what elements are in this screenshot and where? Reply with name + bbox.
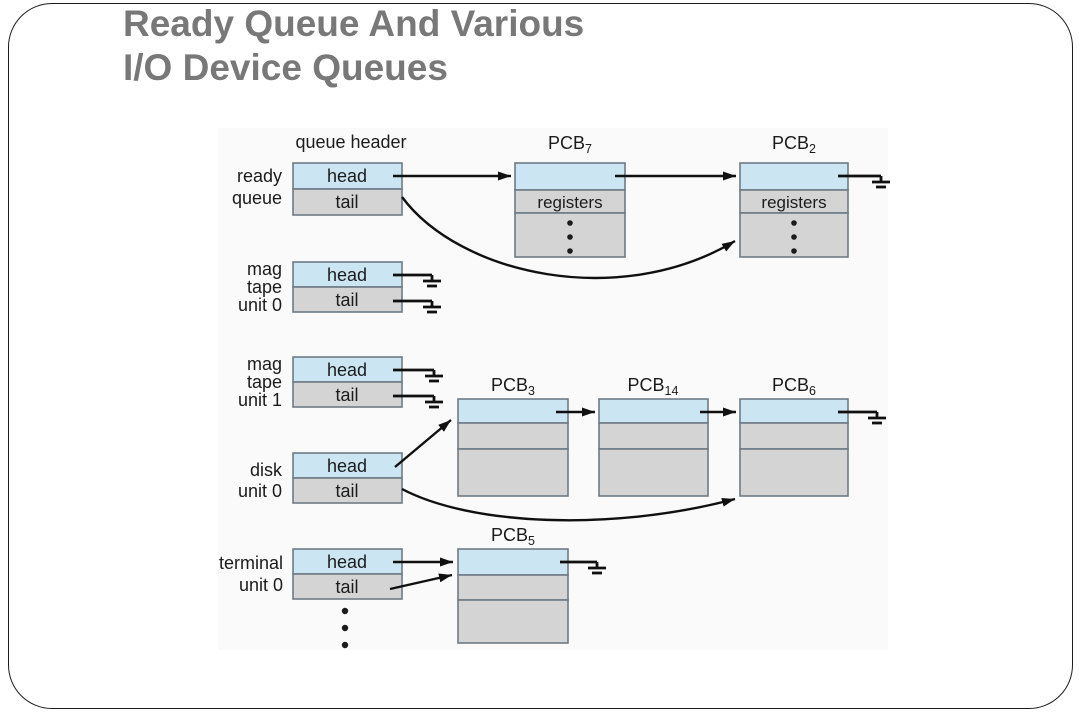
pcb2-link-cell: [739, 162, 849, 191]
pcb7-label: PCB7: [548, 133, 592, 156]
queue-header-label: queue header: [295, 132, 406, 152]
pcb14-label: PCB14: [628, 375, 679, 398]
pcb6-label: PCB6: [772, 375, 816, 398]
svg-text:registers: registers: [537, 193, 602, 212]
ready-queue-header-box: head tail: [292, 162, 403, 216]
pcb2-dot: [791, 220, 797, 226]
more-queues-dot: [341, 624, 349, 632]
svg-text:queue: queue: [232, 188, 282, 208]
arrow-terminal-tail-to-pcb5: [389, 573, 453, 591]
pcb6-box: [739, 398, 849, 497]
more-queues-dot: [341, 607, 349, 615]
svg-text:mag: mag: [247, 354, 282, 374]
svg-text:terminal: terminal: [219, 553, 283, 573]
null-terminator-pcb2: [838, 174, 892, 189]
pcb7-dot: [567, 234, 573, 240]
svg-text:head: head: [327, 360, 367, 380]
svg-text:disk: disk: [250, 460, 283, 480]
pcb3-box: [457, 398, 569, 497]
mag-tape-0-header-box: head tail: [292, 261, 403, 313]
mag1-tail-cell: [292, 381, 403, 408]
pcb7-dot: [567, 248, 573, 254]
null-terminator-mag1-head: [393, 368, 445, 383]
pcb14-link-cell: [598, 398, 709, 424]
svg-text:tail: tail: [335, 481, 358, 501]
pcb2-box: registers: [739, 162, 849, 258]
terminal-tail-cell: [292, 573, 403, 600]
more-queues-dot: [341, 641, 349, 649]
pcb7-box: registers: [514, 162, 626, 258]
pcb3-state-cell: [457, 448, 569, 497]
pcb6-link-cell: [739, 398, 849, 424]
mag1-head-cell: [292, 356, 403, 383]
disk-tail-cell: [292, 477, 403, 504]
mag-tape-1-name: mag tape unit 1: [238, 354, 282, 410]
ready-tail-cell: [292, 188, 403, 216]
svg-text:ready: ready: [237, 166, 282, 186]
terminal-0-name: terminal unit 0: [219, 553, 283, 595]
slide-title-line2: I/O Device Queues: [123, 47, 448, 88]
svg-text:tape: tape: [247, 277, 282, 297]
ready-head-cell: [292, 162, 403, 190]
pcb7-dot: [567, 220, 573, 226]
svg-text:tail: tail: [335, 577, 358, 597]
svg-text:unit 1: unit 1: [238, 390, 282, 410]
terminal-0-header-box: head tail: [292, 548, 403, 600]
pcb14-box: [598, 398, 709, 497]
svg-text:unit 0: unit 0: [238, 481, 282, 501]
pcb2-dot: [791, 234, 797, 240]
null-terminator-pcb6: [838, 410, 888, 425]
pcb6-mid-cell: [739, 422, 849, 450]
pcb5-state-cell: [457, 599, 569, 644]
svg-text:tail: tail: [335, 385, 358, 405]
slide-title-line1: Ready Queue And Various: [123, 3, 585, 44]
pcb14-mid-cell: [598, 422, 709, 450]
svg-text:head: head: [327, 456, 367, 476]
svg-text:head: head: [327, 265, 367, 285]
disk-0-header-box: head tail: [292, 452, 403, 504]
pcb5-box: [457, 548, 569, 644]
mag-tape-1-header-box: head tail: [292, 356, 403, 408]
null-terminator-mag0-tail: [393, 299, 443, 314]
slide-border-frame: [8, 3, 1073, 709]
null-terminator-pcb5: [560, 560, 608, 575]
svg-text:unit 0: unit 0: [239, 575, 283, 595]
null-terminator-mag1-tail: [393, 394, 445, 409]
mag0-tail-cell: [292, 286, 403, 313]
pcb3-link-cell: [457, 398, 569, 424]
arrow-ready-tail-to-pcb2: [401, 196, 736, 280]
pcb6-state-cell: [739, 448, 849, 497]
svg-text:head: head: [327, 552, 367, 572]
pcb2-dot: [791, 248, 797, 254]
pcb2-label: PCB2: [772, 133, 816, 156]
svg-text:head: head: [327, 166, 367, 186]
pcb5-mid-cell: [457, 574, 569, 601]
svg-text:tail: tail: [335, 192, 358, 212]
pcb14-state-cell: [598, 448, 709, 497]
pcb3-mid-cell: [457, 422, 569, 450]
svg-text:unit 0: unit 0: [238, 295, 282, 315]
null-terminator-mag0-head: [393, 273, 443, 288]
svg-text:mag: mag: [247, 259, 282, 279]
pcb5-link-cell: [457, 548, 569, 576]
svg-text:tape: tape: [247, 372, 282, 392]
svg-text:registers: registers: [761, 193, 826, 212]
mag-tape-0-name: mag tape unit 0: [238, 259, 282, 315]
mag0-head-cell: [292, 261, 403, 288]
svg-text:tail: tail: [335, 290, 358, 310]
pcb5-label: PCB5: [491, 525, 535, 548]
disk-0-name: disk unit 0: [238, 460, 283, 501]
arrow-disk-tail-to-pcb6: [401, 487, 736, 522]
ready-queue-name: ready queue: [232, 166, 282, 208]
arrow-disk-head-to-pcb3: [394, 419, 452, 468]
pcb7-link-cell: [514, 162, 626, 191]
pcb3-label: PCB3: [491, 375, 535, 398]
